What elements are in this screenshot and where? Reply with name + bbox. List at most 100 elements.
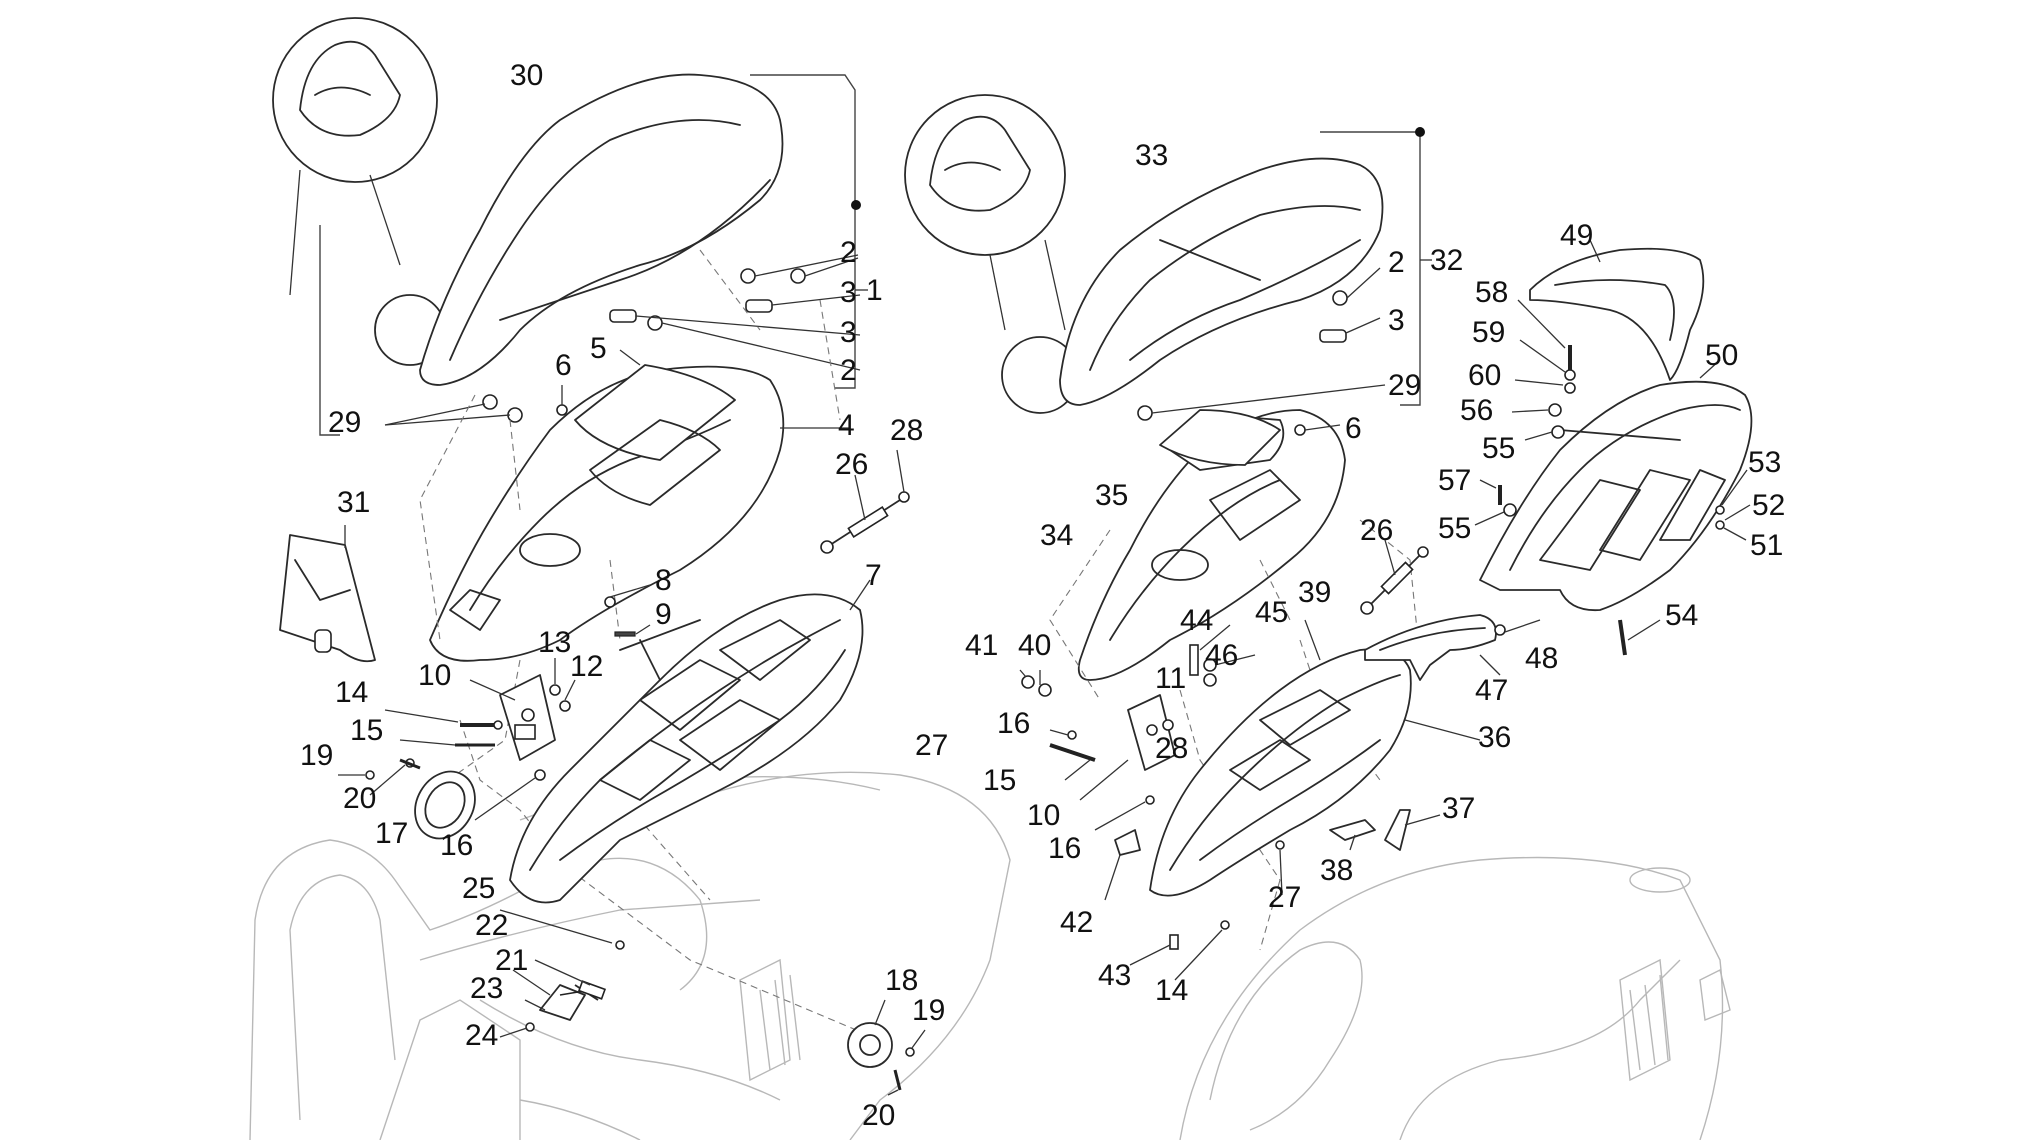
grab-handle-47 (1364, 614, 1501, 681)
callout-label: 16 (440, 829, 473, 862)
callout-label: 49 (1560, 219, 1593, 252)
callout-label: 2 (1388, 246, 1405, 279)
callout-label: 27 (915, 729, 948, 762)
callout-label: 34 (1040, 519, 1073, 552)
callout-label: 60 (1468, 359, 1501, 392)
callout-label: 33 (1135, 139, 1168, 172)
callout-label: 50 (1705, 339, 1738, 372)
helmet-compartment-36 (1149, 648, 1481, 897)
rack-fasteners (1474, 299, 1751, 656)
callout-label: 38 (1320, 854, 1353, 887)
callout-label: 28 (1155, 732, 1188, 765)
callout-label: 32 (1430, 244, 1463, 277)
callout-label: 47 (1475, 674, 1508, 707)
callout-label: 37 (1442, 792, 1475, 825)
callout-label: 41 (965, 629, 998, 662)
callout-label: 30 (510, 59, 543, 92)
middle-small-parts (1019, 619, 1321, 981)
callout-label: 27 (1268, 881, 1301, 914)
callout-label: 9 (655, 598, 672, 631)
seat-1-bumpers (384, 254, 861, 426)
cap-17 (338, 758, 476, 840)
seat-detail-circle-33 (904, 94, 1079, 414)
rack-50 (1479, 359, 1753, 612)
toolkit-bag-31 (279, 525, 376, 663)
callout-label: 36 (1478, 721, 1511, 754)
callout-label: 10 (1027, 799, 1060, 832)
callout-label: 46 (1205, 639, 1238, 672)
callout-label: 3 (1388, 304, 1405, 337)
callout-label: 11 (1155, 662, 1186, 695)
screw-8-9 (604, 584, 651, 637)
helmet-compartment-7 (509, 579, 871, 904)
callout-label: 16 (1048, 832, 1081, 865)
callout-label: 57 (1438, 464, 1471, 497)
callout-label: 15 (350, 714, 383, 747)
callout-label: 43 (1098, 959, 1131, 992)
callout-label: 26 (1360, 514, 1393, 547)
callout-label: 45 (1255, 596, 1288, 629)
callout-label: 7 (865, 559, 882, 592)
seat-base-4 (429, 349, 850, 662)
callout-label: 53 (1748, 446, 1781, 479)
bracket-1 (319, 74, 868, 436)
callout-label: 44 (1180, 604, 1213, 637)
callout-label: 4 (838, 409, 855, 442)
callout-label: 55 (1482, 432, 1515, 465)
seat-1 (419, 73, 784, 386)
callout-label: 31 (337, 486, 370, 519)
callout-label: 25 (462, 872, 495, 905)
callout-label: 22 (475, 909, 508, 942)
gas-strut-26-mid (1360, 539, 1429, 615)
callout-label: 3 (840, 316, 857, 349)
callout-label: 35 (1095, 479, 1128, 512)
callout-label: 5 (590, 332, 607, 365)
callout-label: 1 (866, 274, 883, 307)
callout-label: 39 (1298, 576, 1331, 609)
callout-label: 15 (983, 764, 1016, 797)
bracket-32 (1137, 127, 1432, 421)
callout-label: 51 (1750, 529, 1783, 562)
callout-label: 52 (1752, 489, 1785, 522)
callout-label: 6 (1345, 412, 1362, 445)
callout-label: 58 (1475, 276, 1508, 309)
screw-16-left (474, 769, 546, 821)
callout-label: 19 (912, 994, 945, 1027)
callout-labels: 30 2 3 1 3 2 29 6 5 4 28 26 31 8 9 7 13 … (300, 59, 1785, 1132)
callout-label: 55 (1438, 512, 1471, 545)
callout-label: 16 (997, 707, 1030, 740)
seat-32 (1059, 157, 1384, 406)
callout-label: 54 (1665, 599, 1698, 632)
callout-label: 19 (300, 739, 333, 772)
callout-label: 42 (1060, 906, 1093, 939)
gas-strut-26-left (820, 449, 910, 554)
callout-label: 23 (470, 972, 503, 1005)
callout-label: 29 (1388, 369, 1421, 402)
callout-label: 2 (840, 354, 857, 387)
screw-6-left (556, 404, 568, 416)
hinge-bracket-10 (469, 658, 576, 761)
callout-label: 14 (1155, 974, 1188, 1007)
callout-label: 29 (328, 406, 361, 439)
backrest-49 (1529, 239, 1705, 381)
callout-label: 12 (570, 650, 603, 683)
callout-label: 14 (335, 676, 368, 709)
seat-detail-circle-30 (272, 17, 446, 366)
callout-label: 18 (885, 964, 918, 997)
trim-37-38 (1329, 809, 1441, 851)
callout-label: 20 (343, 782, 376, 815)
callout-label: 40 (1018, 629, 1051, 662)
callout-label: 3 (840, 276, 857, 309)
right-scooter-body (1179, 856, 1731, 1140)
callout-label: 8 (655, 564, 672, 597)
pin-14-15 (384, 709, 503, 747)
callout-label: 26 (835, 448, 868, 481)
callout-label: 28 (890, 414, 923, 447)
pad-35 (1159, 409, 1281, 466)
callout-label: 56 (1460, 394, 1493, 427)
callout-label: 59 (1472, 316, 1505, 349)
callout-label: 10 (418, 659, 451, 692)
callout-label: 2 (840, 236, 857, 269)
callout-label: 24 (465, 1019, 498, 1052)
